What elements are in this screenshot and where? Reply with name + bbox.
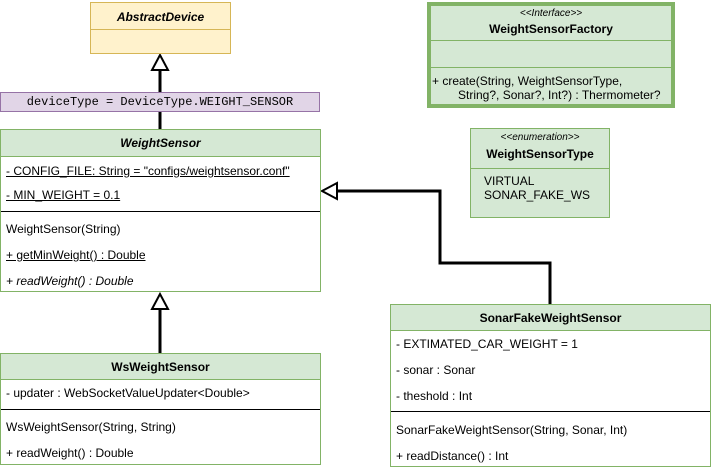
weight-sensor-type-name: WeightSensorType — [486, 147, 594, 161]
generalization-arrow-weight-sensor — [150, 52, 170, 71]
weight-sensor-class[interactable]: WeightSensor - CONFIG_FILE: String = "co… — [0, 129, 321, 292]
abstract-device-divider — [91, 29, 230, 30]
weight-sensor-method-read-weight: + readWeight() : Double — [6, 274, 134, 288]
ws-weight-sensor-class[interactable]: WsWeightSensor - updater : WebSocketValu… — [0, 353, 321, 465]
weight-sensor-factory-divider-2 — [431, 67, 671, 68]
ws-weight-sensor-divider — [1, 409, 320, 410]
weight-sensor-method-constructor: WeightSensor(String) — [6, 222, 121, 236]
weight-sensor-method-get-min-weight: + getMinWeight() : Double — [6, 248, 146, 262]
weight-sensor-factory-stereotype: <<Interface>> — [519, 8, 583, 19]
ws-weight-sensor-name: WsWeightSensor — [111, 360, 210, 374]
weight-sensor-type-value-sonar-fake-ws: SONAR_FAKE_WS — [484, 188, 591, 202]
ws-weight-sensor-attr-updater: - updater : WebSocketValueUpdater<Double… — [6, 386, 250, 400]
ws-weight-sensor-method-read-weight: + readWeight() : Double — [6, 446, 134, 460]
weight-sensor-type-stereotype: <<enumeration>> — [500, 132, 580, 143]
ws-weight-sensor-method-constructor: WsWeightSensor(String, String) — [6, 420, 176, 434]
sonar-fake-weight-sensor-header — [391, 305, 710, 331]
device-type-note-text: deviceType = DeviceType.WEIGHT_SENSOR — [26, 95, 294, 109]
sonar-fake-weight-sensor-attr-sonar: - sonar : Sonar — [396, 363, 476, 377]
sonar-fake-weight-sensor-method-constructor: SonarFakeWeightSensor(String, Sonar, Int… — [396, 423, 628, 437]
abstract-device-class[interactable]: AbstractDevice — [90, 2, 231, 54]
sonar-fake-weight-sensor-method-read-distance: + readDistance() : Int — [396, 449, 509, 463]
weight-sensor-type-enum[interactable]: <<enumeration>> WeightSensorType VIRTUAL… — [470, 128, 610, 218]
device-type-note: deviceType = DeviceType.WEIGHT_SENSOR — [0, 92, 320, 112]
weight-sensor-factory-name: WeightSensorFactory — [489, 22, 613, 36]
weight-sensor-type-divider — [471, 168, 609, 169]
weight-sensor-attr-min-weight: - MIN_WEIGHT = 0.1 — [6, 188, 121, 202]
sonar-fake-weight-sensor-attr-car-weight: - EXTIMATED_CAR_WEIGHT = 1 — [396, 337, 578, 351]
weight-sensor-attr-config: - CONFIG_FILE: String = "configs/weights… — [6, 164, 290, 178]
generalization-arrow-sonar-fake — [319, 181, 338, 201]
weight-sensor-type-value-virtual: VIRTUAL — [484, 174, 535, 188]
weight-sensor-header — [1, 130, 320, 157]
ws-weight-sensor-header — [1, 354, 320, 380]
weight-sensor-factory-divider-1 — [431, 40, 671, 41]
sonar-fake-weight-sensor-class[interactable]: SonarFakeWeightSensor - EXTIMATED_CAR_WE… — [390, 304, 711, 467]
weight-sensor-factory-method-line-1: + create(String, WeightSensorType, — [432, 74, 623, 88]
weight-sensor-divider — [1, 211, 320, 212]
sonar-fake-weight-sensor-name: SonarFakeWeightSensor — [479, 311, 622, 325]
weight-sensor-factory-interface[interactable]: <<Interface>> WeightSensorFactory + crea… — [427, 2, 675, 108]
generalization-arrow-ws-weight-sensor — [150, 291, 170, 310]
abstract-device-name: AbstractDevice — [116, 10, 205, 24]
sonar-fake-weight-sensor-divider — [391, 411, 710, 412]
weight-sensor-factory-method-line-2: String?, Sonar?, Int?) : Thermometer? — [458, 88, 661, 102]
sonar-fake-weight-sensor-attr-threshold: - theshold : Int — [396, 389, 473, 403]
weight-sensor-name: WeightSensor — [120, 136, 201, 150]
